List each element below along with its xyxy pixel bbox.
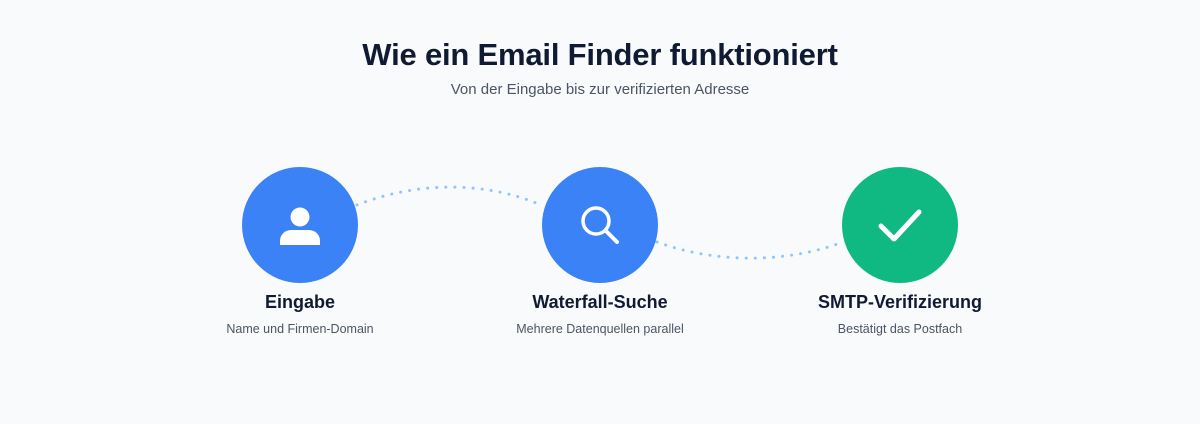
- step-input-title: Eingabe: [264, 292, 335, 312]
- connector-1-2: [355, 185, 545, 208]
- step-input-description: Name und Firmen-Domain: [226, 322, 374, 336]
- page-title: Wie ein Email Finder funktioniert: [362, 37, 838, 72]
- step-waterfall-search-description: Mehrere Datenquellen parallel: [516, 322, 684, 336]
- step-smtp-verification-description: Bestätigt das Postfach: [837, 322, 963, 336]
- search-icon: [581, 206, 619, 244]
- step-smtp-verification: SMTP-Verifizierung Bestätigt das Postfac…: [750, 167, 1050, 337]
- step-input: Eingabe Name und Firmen-Domain: [150, 167, 450, 337]
- step-smtp-verification-title: SMTP-Verifizierung: [817, 292, 983, 312]
- step-input-circle: [242, 167, 358, 283]
- step-waterfall-search-circle: [542, 167, 658, 283]
- step-waterfall-search: Waterfall-Suche Mehrere Datenquellen par…: [450, 167, 750, 337]
- page-subtitle: Von der Eingabe bis zur verifizierten Ad…: [450, 81, 750, 98]
- step-waterfall-search-title: Waterfall-Suche: [532, 292, 668, 312]
- step-smtp-verification-circle: [842, 167, 958, 283]
- user-icon: [280, 207, 320, 245]
- check-icon: [878, 209, 922, 242]
